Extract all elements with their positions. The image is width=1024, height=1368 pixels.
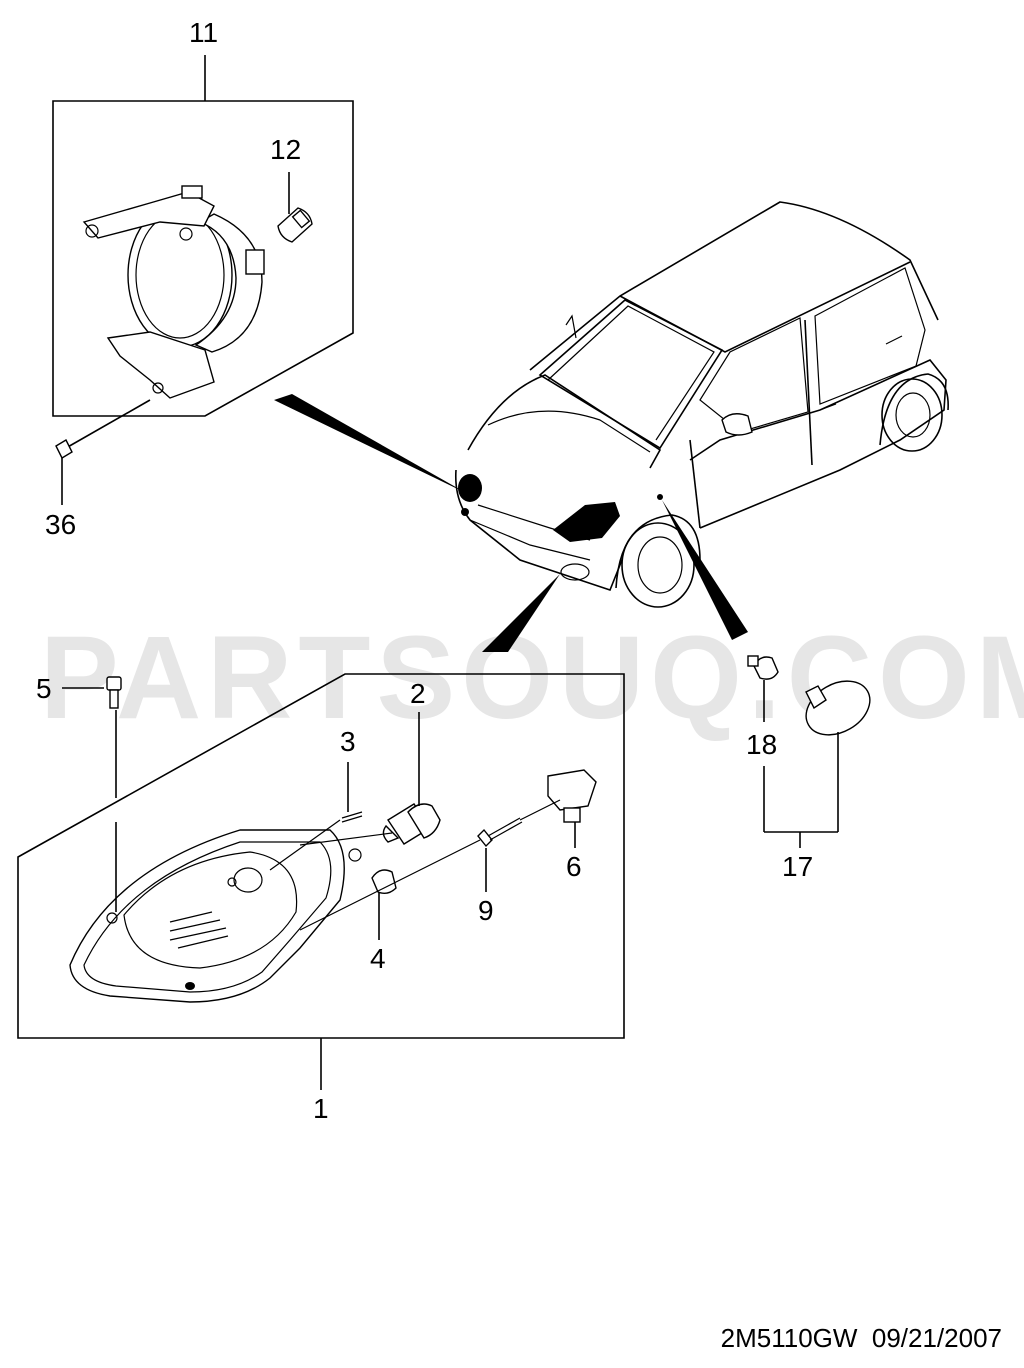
screw-9-icon[interactable] (477, 817, 523, 848)
label-17: 17 (782, 851, 813, 882)
side-bulb-icon[interactable] (371, 869, 397, 895)
side-marker-lamp-icon[interactable] (797, 670, 880, 746)
label-11: 11 (189, 17, 218, 48)
fog-lamp-frame (52, 100, 354, 417)
screw-36-icon[interactable] (55, 399, 151, 459)
marker-bulb-icon[interactable] (747, 655, 779, 680)
car-illustration (454, 201, 949, 608)
pointer-headlamp (482, 574, 560, 652)
pin-3-icon[interactable] (341, 811, 363, 823)
fog-bulb-icon[interactable] (277, 207, 313, 243)
headlamp-highlight-left (458, 474, 482, 502)
label-12: 12 (270, 134, 301, 165)
headlamp-icon[interactable] (69, 829, 362, 1003)
label-4: 4 (370, 943, 386, 974)
headlamp-frame (17, 673, 625, 1039)
fog-lamp-icon[interactable] (82, 185, 265, 399)
label-1: 1 (313, 1093, 329, 1124)
headlamp-bulb-icon[interactable] (382, 803, 441, 845)
watermark: PARTSOUQ.COM (40, 612, 1024, 744)
label-9: 9 (478, 895, 494, 926)
label-3: 3 (340, 726, 356, 757)
diagram-code: 2M5110GW 09/21/2007 (720, 1323, 1002, 1353)
bolt-5-icon[interactable] (106, 676, 122, 709)
label-6: 6 (566, 851, 582, 882)
socket-6-icon[interactable] (519, 769, 597, 823)
pointer-side-marker (662, 500, 748, 640)
headlamp-highlight-right (553, 502, 620, 542)
side-marker-group: 18 17 (746, 655, 880, 882)
pointer-fog (274, 394, 468, 494)
label-36: 36 (45, 509, 76, 540)
headlamp-group: 5 2 3 6 9 4 1 (17, 673, 625, 1124)
fog-lamp-group: 11 12 36 (45, 17, 354, 540)
label-18: 18 (746, 729, 777, 760)
label-2: 2 (410, 678, 426, 709)
label-5: 5 (36, 673, 52, 704)
